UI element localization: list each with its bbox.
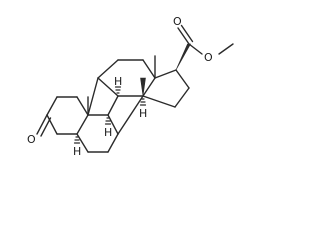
ketone-double-bond <box>40 117 52 137</box>
bond <box>107 95 119 116</box>
bond-layer <box>36 24 234 153</box>
bond <box>142 77 156 97</box>
bond <box>97 77 119 97</box>
ketone-double-bond <box>36 114 48 135</box>
hydrogen-label-c14: H <box>139 107 147 120</box>
ester-bond <box>218 43 234 55</box>
wedge-bond <box>175 43 192 71</box>
carbonyl-oxygen-label: O <box>173 15 182 28</box>
carbonyl-double-bond <box>180 24 194 43</box>
ketone-oxygen-label: O <box>27 133 36 146</box>
bond <box>76 114 89 135</box>
bond <box>107 133 119 153</box>
hashed-bond-c5 <box>73 136 81 144</box>
bond <box>76 133 89 153</box>
bond <box>154 69 177 79</box>
bond <box>142 59 156 79</box>
bond <box>46 114 58 135</box>
hydrogen-label-c5: H <box>73 145 81 158</box>
bond <box>174 87 190 108</box>
carbonyl-double-bond <box>177 27 190 45</box>
hashed-bond-c8 <box>114 86 122 94</box>
bond <box>46 96 58 116</box>
bond <box>107 114 119 135</box>
ester-bond <box>188 43 203 55</box>
hashed-bond-c14 <box>139 98 147 106</box>
bond <box>142 95 176 108</box>
steroid-structure-diagram: O O O H H H H <box>27 15 234 158</box>
hydrogen-label-c9: H <box>104 126 112 139</box>
ester-oxygen-label: O <box>204 51 213 64</box>
bond <box>175 69 190 89</box>
hydrogen-label-c8: H <box>114 75 122 88</box>
bond <box>117 95 144 135</box>
bond <box>76 96 89 116</box>
bond <box>97 59 119 79</box>
hashed-bond-c9 <box>104 117 112 125</box>
wedge-bond <box>140 77 146 97</box>
bond <box>87 77 99 116</box>
